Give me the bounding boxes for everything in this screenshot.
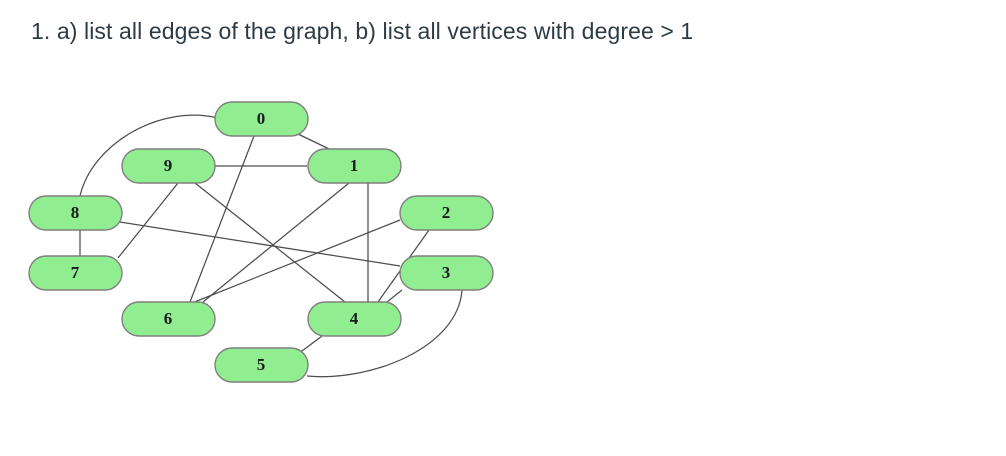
- node-5-shape[interactable]: [214, 347, 309, 383]
- node-9-shape[interactable]: [121, 148, 216, 184]
- graph-node-1[interactable]: 1: [307, 148, 402, 184]
- node-7-shape[interactable]: [28, 255, 123, 291]
- node-8-shape[interactable]: [28, 195, 123, 231]
- node-6-shape[interactable]: [121, 301, 216, 337]
- graph-node-3[interactable]: 3: [399, 255, 494, 291]
- question-title: 1. a) list all edges of the graph, b) li…: [31, 18, 694, 44]
- edge-4-9: [194, 182, 346, 303]
- graph-node-6[interactable]: 6: [121, 301, 216, 337]
- graph-node-4[interactable]: 4: [307, 301, 402, 337]
- edge-3-5: [306, 289, 463, 378]
- graph-edges: [79, 114, 463, 378]
- graph-node-5[interactable]: 5: [214, 347, 309, 383]
- edge-0-6: [189, 135, 255, 303]
- edge-2-6: [191, 219, 401, 304]
- graph-node-7[interactable]: 7: [28, 255, 123, 291]
- node-0-shape[interactable]: [214, 101, 309, 137]
- node-3-shape[interactable]: [399, 255, 494, 291]
- edge-1-6: [202, 182, 350, 303]
- graph-node-8[interactable]: 8: [28, 195, 123, 231]
- graph-node-0[interactable]: 0: [214, 101, 309, 137]
- edge-3-4: [386, 289, 403, 303]
- node-2-shape[interactable]: [399, 195, 494, 231]
- edge-0-8: [79, 114, 219, 197]
- edge-3-8: [119, 221, 401, 267]
- graph-node-2[interactable]: 2: [399, 195, 494, 231]
- node-4-shape[interactable]: [307, 301, 402, 337]
- edge-7-9: [117, 182, 179, 259]
- graph-diagram: 0 1 2 3 4: [0, 86, 1006, 416]
- graph-nodes: 0 1 2 3 4: [28, 101, 494, 383]
- node-1-shape[interactable]: [307, 148, 402, 184]
- graph-node-9[interactable]: 9: [121, 148, 216, 184]
